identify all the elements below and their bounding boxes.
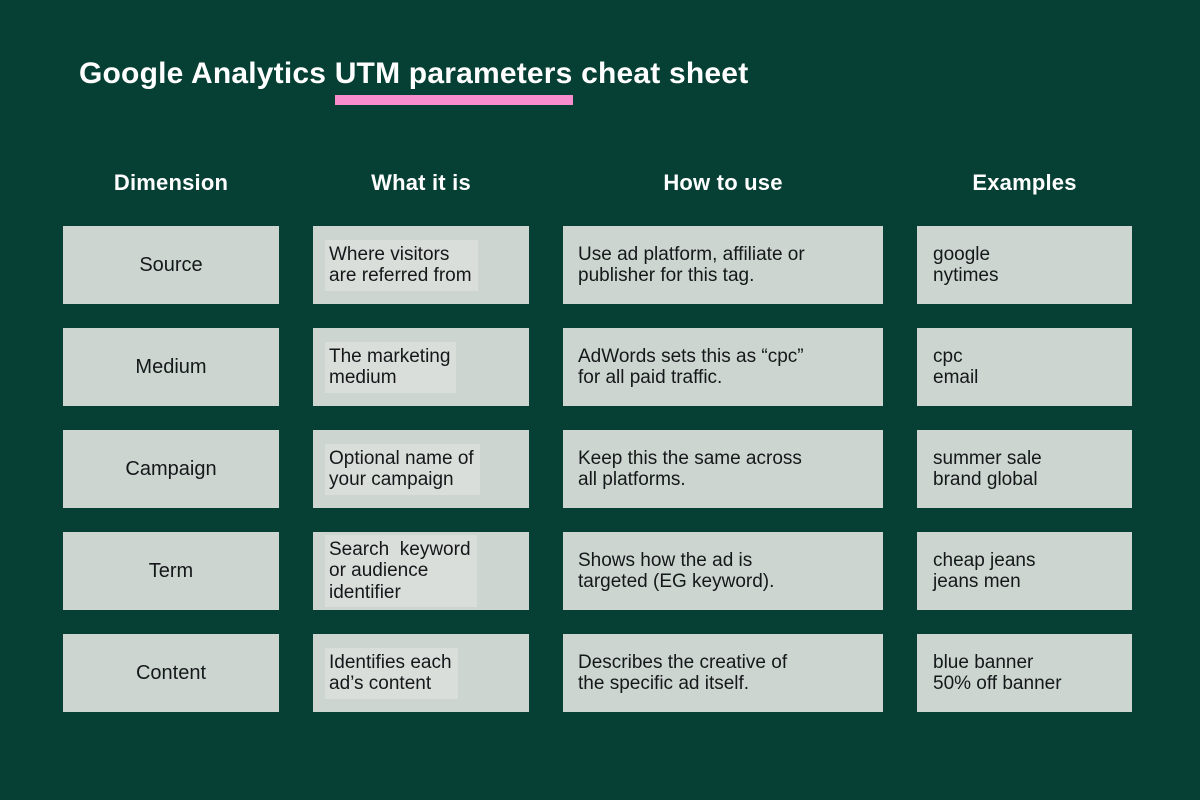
cell-medium-examples: cpc email xyxy=(917,328,1132,406)
cell-content-examples: blue banner 50% off banner xyxy=(917,634,1132,712)
page-title: Google Analytics UTM parameters cheat sh… xyxy=(79,57,749,105)
column-header-what-it-is: What it is xyxy=(371,169,471,195)
highlight-box: Identifies each ad’s content xyxy=(325,647,458,699)
cell-source-dimension: Source xyxy=(63,226,279,304)
cell-medium-dimension: Medium xyxy=(63,328,279,406)
column-header-how-to-use: How to use xyxy=(663,169,783,195)
cell-content-how-to-use: Describes the creative of the specific a… xyxy=(563,634,883,712)
title-suffix: cheat sheet xyxy=(572,57,749,90)
column-header-examples: Examples xyxy=(972,169,1077,195)
cell-term-examples: cheap jeans jeans men xyxy=(917,532,1132,610)
utm-parameters-table: Dimension What it is How to use Examples… xyxy=(63,163,1132,712)
highlight-box: Optional name of your campaign xyxy=(325,443,480,495)
cell-source-what-it-is: Where visitors are referred from xyxy=(313,226,529,304)
cell-term-what-it-is: Search keyword or audience identifier xyxy=(313,532,529,610)
cell-term-dimension: Term xyxy=(63,532,279,610)
cell-content-what-it-is: Identifies each ad’s content xyxy=(313,634,529,712)
highlight-box: Where visitors are referred from xyxy=(325,239,478,291)
cell-campaign-what-it-is: Optional name of your campaign xyxy=(313,430,529,508)
title-highlight-underlined: UTM parameters xyxy=(334,57,573,105)
cell-source-examples: google nytimes xyxy=(917,226,1132,304)
cell-campaign-how-to-use: Keep this the same across all platforms. xyxy=(563,430,883,508)
cell-term-how-to-use: Shows how the ad is targeted (EG keyword… xyxy=(563,532,883,610)
cell-medium-what-it-is: The marketing medium xyxy=(313,328,529,406)
highlight-box: The marketing medium xyxy=(325,341,457,393)
cell-source-how-to-use: Use ad platform, affiliate or publisher … xyxy=(563,226,883,304)
cell-content-dimension: Content xyxy=(63,634,279,712)
cell-campaign-dimension: Campaign xyxy=(63,430,279,508)
highlight-box: Search keyword or audience identifier xyxy=(325,534,477,608)
column-header-dimension: Dimension xyxy=(113,169,229,195)
cell-medium-how-to-use: AdWords sets this as “cpc” for all paid … xyxy=(563,328,883,406)
cell-campaign-examples: summer sale brand global xyxy=(917,430,1132,508)
title-prefix: Google Analytics xyxy=(79,57,335,90)
